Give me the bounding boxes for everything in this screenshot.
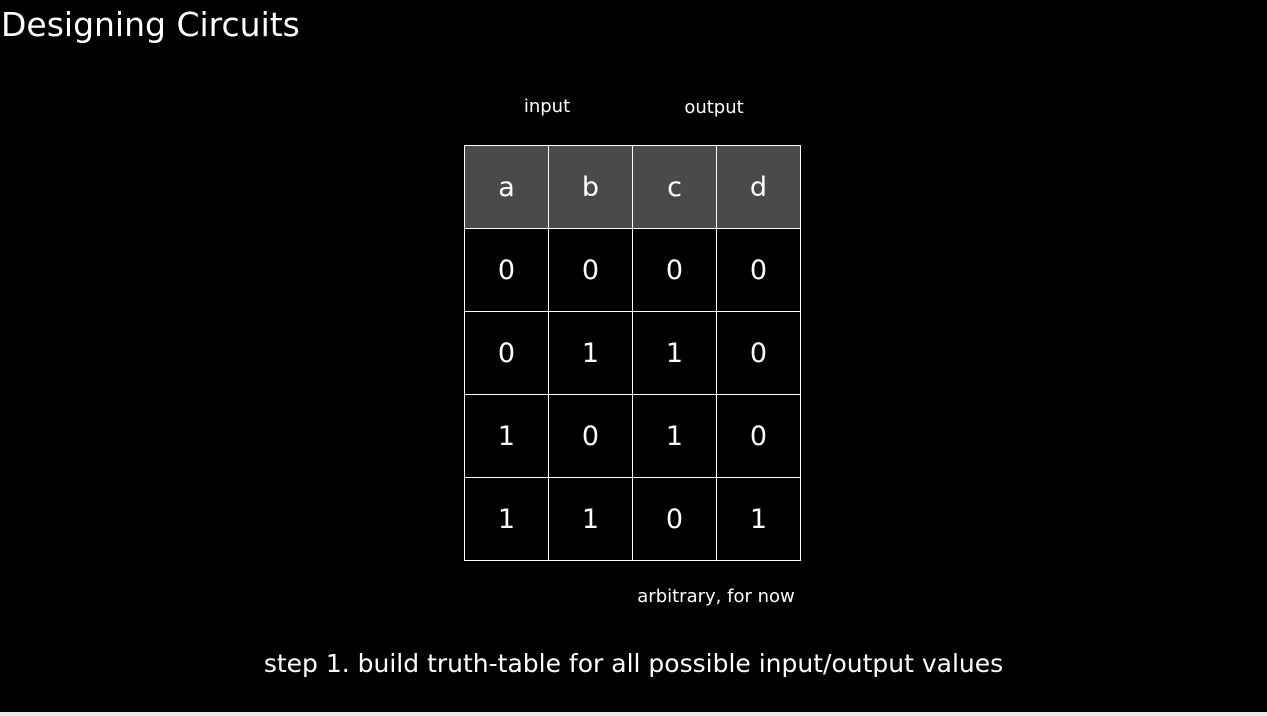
table-cell: 0 (716, 311, 801, 395)
table-cell: 0 (632, 477, 717, 561)
table-cell: 1 (464, 394, 549, 478)
column-header-a: a (464, 145, 549, 229)
table-row: 0 1 1 0 (464, 311, 801, 395)
bottom-divider (0, 712, 1267, 716)
column-header-c: c (632, 145, 717, 229)
table-cell: 0 (632, 228, 717, 312)
table-cell: 0 (548, 394, 633, 478)
column-header-b: b (548, 145, 633, 229)
column-header-d: d (716, 145, 801, 229)
table-cell: 1 (548, 311, 633, 395)
table-row: 0 0 0 0 (464, 228, 801, 312)
table-row: 1 1 0 1 (464, 477, 801, 561)
step-caption: step 1. build truth-table for all possib… (263, 649, 1004, 678)
table-cell: 1 (548, 477, 633, 561)
truth-table-header-row: a b c d (464, 145, 801, 229)
table-cell: 1 (464, 477, 549, 561)
table-cell: 0 (464, 311, 549, 395)
table-cell: 0 (716, 394, 801, 478)
table-cell: 1 (632, 311, 717, 395)
arbitrary-note: arbitrary, for now (637, 586, 795, 607)
truth-table: a b c d 0 0 0 0 0 1 1 0 1 0 1 0 1 1 0 1 (464, 145, 801, 561)
table-cell: 1 (716, 477, 801, 561)
table-cell: 0 (716, 228, 801, 312)
slide-title: Designing Circuits (1, 5, 300, 44)
table-cell: 1 (632, 394, 717, 478)
table-row: 1 0 1 0 (464, 394, 801, 478)
input-group-label: input (523, 96, 571, 117)
output-group-label: output (684, 97, 744, 118)
table-cell: 0 (548, 228, 633, 312)
table-cell: 0 (464, 228, 549, 312)
